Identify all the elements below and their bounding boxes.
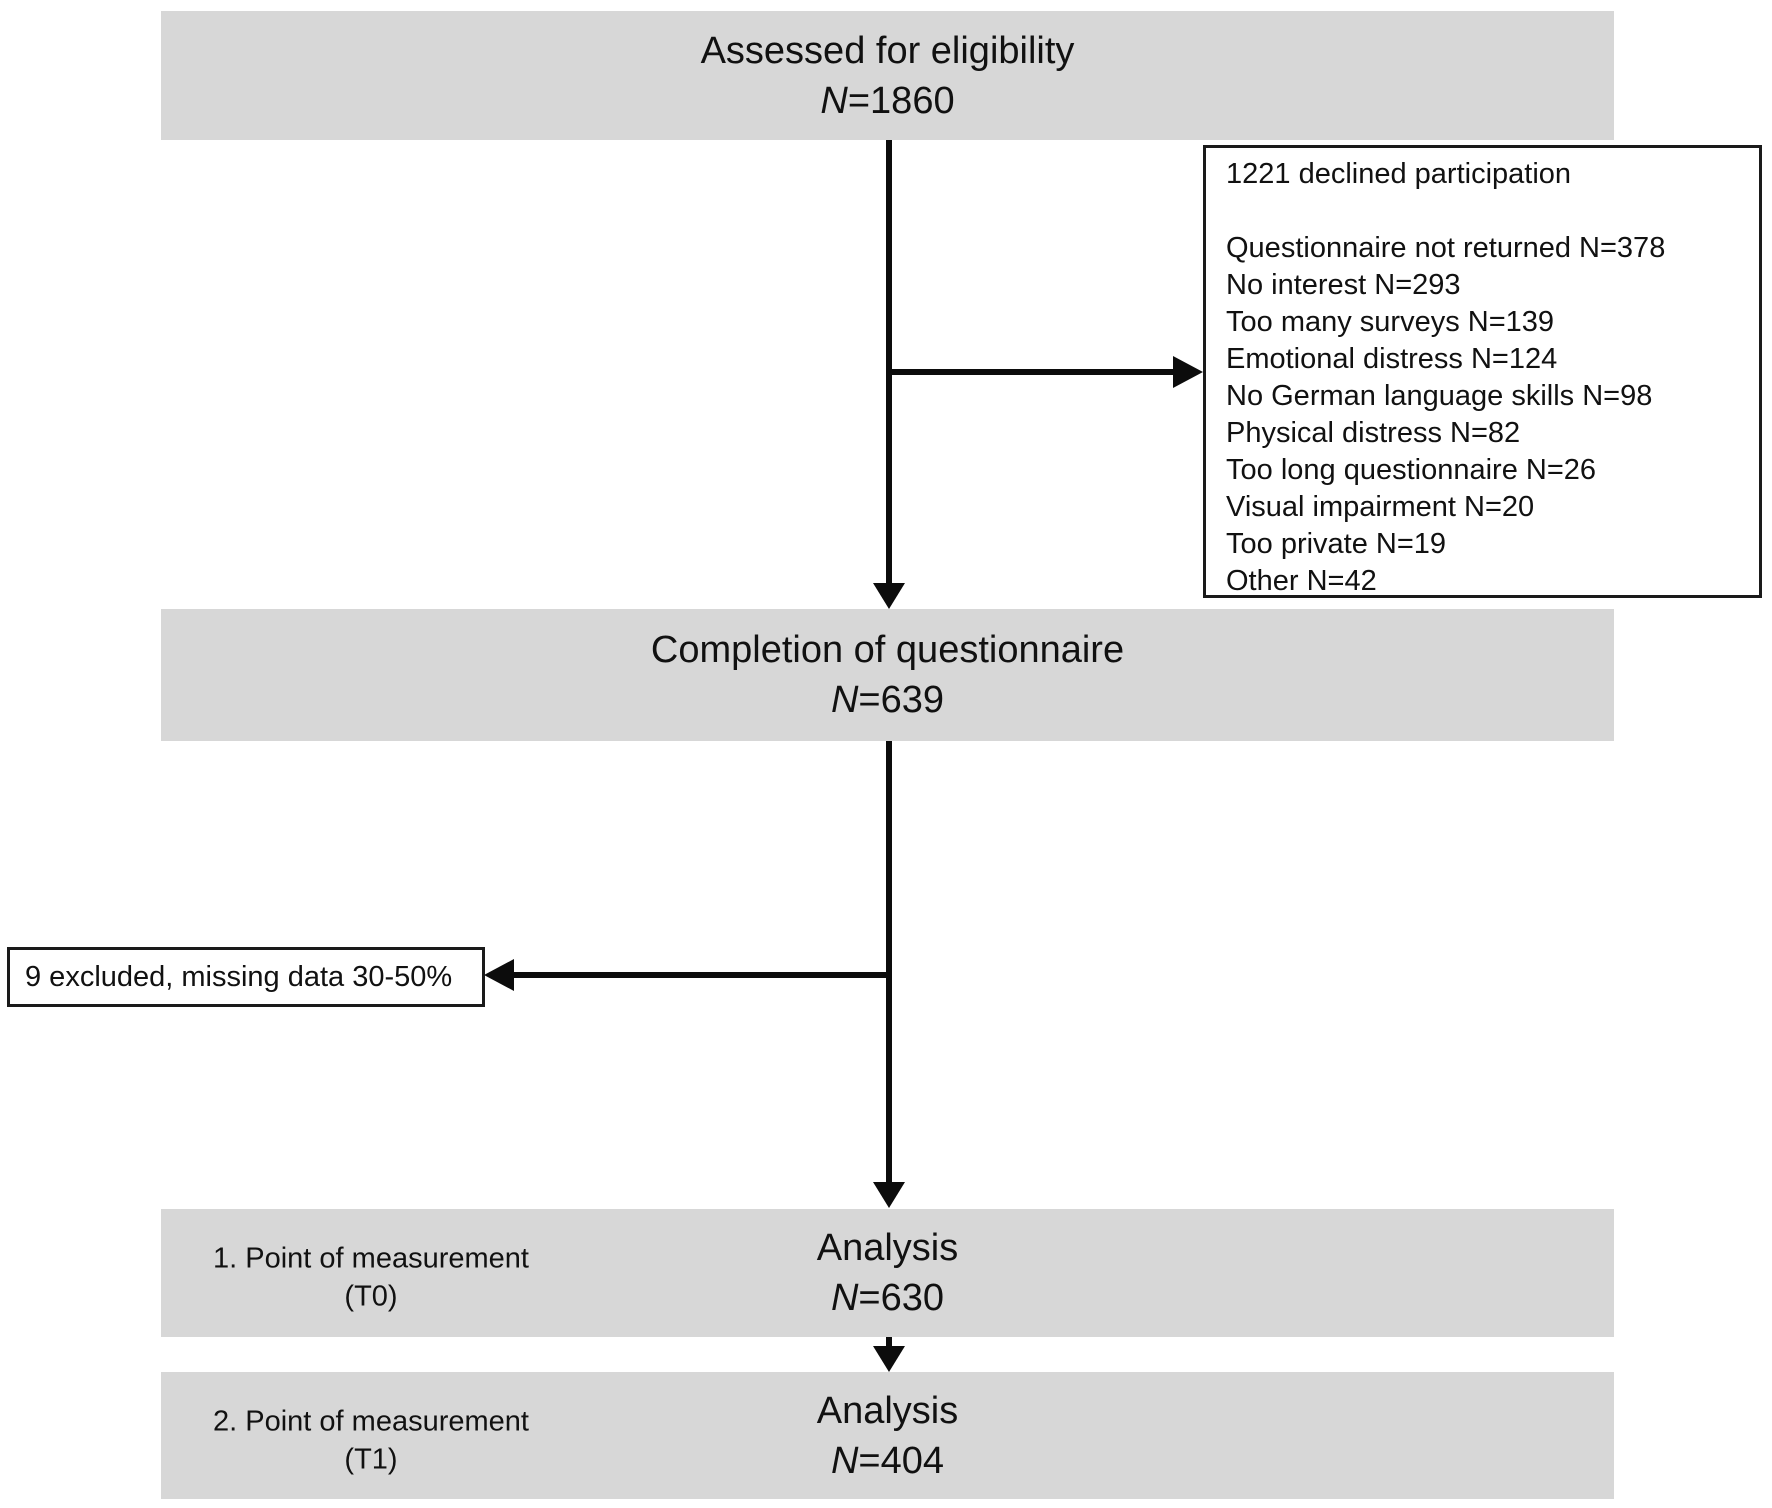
arrow-down-icon xyxy=(873,1182,905,1208)
analysis-t0-n-value: =630 xyxy=(858,1277,945,1319)
declined-reason: Too many surveys N=139 xyxy=(1226,306,1555,338)
measurement-label-t0-line1: 1. Point of measurement xyxy=(213,1242,529,1275)
excluded-box: 9 excluded, missing data 30-50% xyxy=(7,947,485,1007)
arrow-line-eligibility-to-completion xyxy=(886,140,892,585)
measurement-label-t0-line2: (T0) xyxy=(344,1280,398,1313)
completion-title: Completion of questionnaire xyxy=(650,629,1125,671)
eligibility-n-value: =1860 xyxy=(847,79,955,122)
arrow-line-to-declined xyxy=(889,369,1176,375)
declined-reason: Physical distress N=82 xyxy=(1226,417,1521,449)
analysis-t0-box: 1. Point of measurement (T0) Analysis N=… xyxy=(161,1209,1614,1337)
declined-reason: No German language skills N=98 xyxy=(1226,380,1653,412)
eligibility-box: Assessed for eligibility N=1860 xyxy=(161,11,1614,140)
arrow-line-to-excluded xyxy=(510,972,889,978)
declined-reason: Other N=42 xyxy=(1226,565,1377,597)
eligibility-title: Assessed for eligibility xyxy=(700,29,1075,72)
analysis-t0-n-symbol: N xyxy=(830,1277,859,1319)
completion-n-symbol: N xyxy=(830,679,859,721)
declined-reason: Questionnaire not returned N=378 xyxy=(1226,232,1666,264)
measurement-label-t1: 2. Point of measurement (T1) xyxy=(181,1402,561,1478)
declined-box: 1221 declined participation Questionnair… xyxy=(1203,145,1762,598)
analysis-t1-n: N=404 xyxy=(831,1436,944,1486)
analysis-t1-n-symbol: N xyxy=(830,1439,859,1482)
analysis-t1-title: Analysis xyxy=(816,1389,959,1432)
eligibility-n-symbol: N xyxy=(820,79,848,122)
declined-reason: Emotional distress N=124 xyxy=(1226,343,1558,375)
declined-reason: Too private N=19 xyxy=(1226,528,1447,560)
eligibility-n: N=1860 xyxy=(820,76,954,126)
arrow-down-icon xyxy=(873,1346,905,1372)
arrow-left-icon xyxy=(484,959,514,991)
completion-n-value: =639 xyxy=(858,679,945,721)
declined-reason: Too long questionnaire N=26 xyxy=(1226,454,1597,486)
arrow-right-icon xyxy=(1173,356,1203,388)
arrow-line-t0-to-t1 xyxy=(886,1337,892,1349)
measurement-label-t0: 1. Point of measurement (T0) xyxy=(181,1240,561,1316)
analysis-t0-n: N=630 xyxy=(831,1273,944,1323)
measurement-label-t1-line2: (T1) xyxy=(344,1443,398,1476)
analysis-t1-n-value: =404 xyxy=(858,1439,945,1482)
analysis-t0-title: Analysis xyxy=(816,1227,959,1269)
arrow-line-completion-to-analysis xyxy=(886,741,892,1184)
excluded-text: 9 excluded, missing data 30-50% xyxy=(25,960,453,993)
arrow-down-icon xyxy=(873,583,905,609)
measurement-label-t1-line1: 2. Point of measurement xyxy=(213,1405,529,1438)
completion-box: Completion of questionnaire N=639 xyxy=(161,609,1614,741)
completion-n: N=639 xyxy=(831,675,944,725)
declined-reason: Visual impairment N=20 xyxy=(1226,491,1535,523)
declined-reason: No interest N=293 xyxy=(1226,269,1461,301)
declined-title: 1221 declined participation xyxy=(1226,158,1572,190)
declined-spacer xyxy=(1226,193,1747,230)
analysis-t1-box: 2. Point of measurement (T1) Analysis N=… xyxy=(161,1372,1614,1499)
